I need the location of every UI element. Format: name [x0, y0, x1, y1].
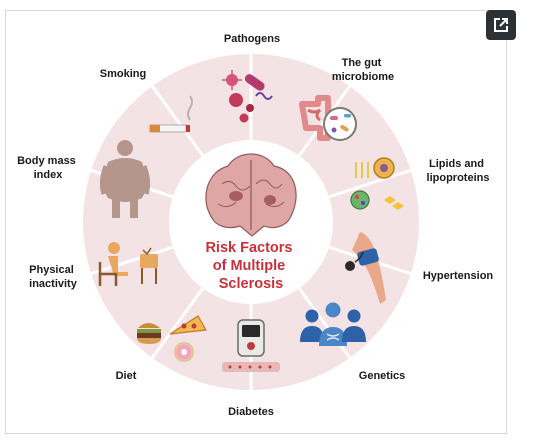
label-gut-microbiome-line-2: microbiome [332, 71, 394, 83]
label-body-mass-index-line-2: index [34, 169, 64, 181]
gut-icon [299, 95, 357, 141]
label-gut-microbiome-line-1: The gut [342, 57, 382, 69]
expand-icon [494, 18, 508, 32]
expand-button[interactable] [486, 10, 516, 40]
label-physical-inactivity-line-1: Physical [29, 264, 74, 276]
label-lipids: Lipids and lipoproteins [427, 158, 490, 184]
label-physical-inactivity: Physical inactivity [29, 264, 78, 290]
lipids-icon [350, 157, 404, 210]
food-icon [137, 315, 207, 362]
label-gut-microbiome: The gut microbiome [332, 57, 394, 83]
blood-pressure-icon [345, 232, 386, 304]
sitting-person-icon [98, 242, 158, 286]
obese-person-icon [99, 140, 151, 218]
center-title-line-3: Sclerosis [219, 276, 284, 292]
label-genetics: Genetics [359, 370, 405, 382]
center-title-line-1: Risk Factors [205, 240, 292, 256]
label-smoking: Smoking [100, 68, 146, 80]
pathogens-icon [222, 70, 273, 123]
label-pathogens: Pathogens [224, 33, 280, 45]
label-physical-inactivity-line-2: inactivity [29, 278, 78, 290]
cigarette-icon [149, 95, 193, 133]
center-title: Risk Factors of Multiple Sclerosis [205, 240, 296, 292]
glucose-meter-icon [222, 319, 280, 372]
dna-people-icon [300, 302, 366, 346]
label-diabetes: Diabetes [228, 406, 274, 418]
label-lipids-line-2: lipoproteins [427, 172, 490, 184]
label-lipids-line-1: Lipids and [429, 158, 484, 170]
label-body-mass-index: Body mass index [17, 155, 79, 181]
brain-icon [205, 153, 297, 237]
center-title-line-2: of Multiple [213, 258, 286, 274]
label-body-mass-index-line-1: Body mass [17, 155, 76, 167]
label-hypertension: Hypertension [423, 270, 494, 282]
label-diet: Diet [116, 370, 137, 382]
